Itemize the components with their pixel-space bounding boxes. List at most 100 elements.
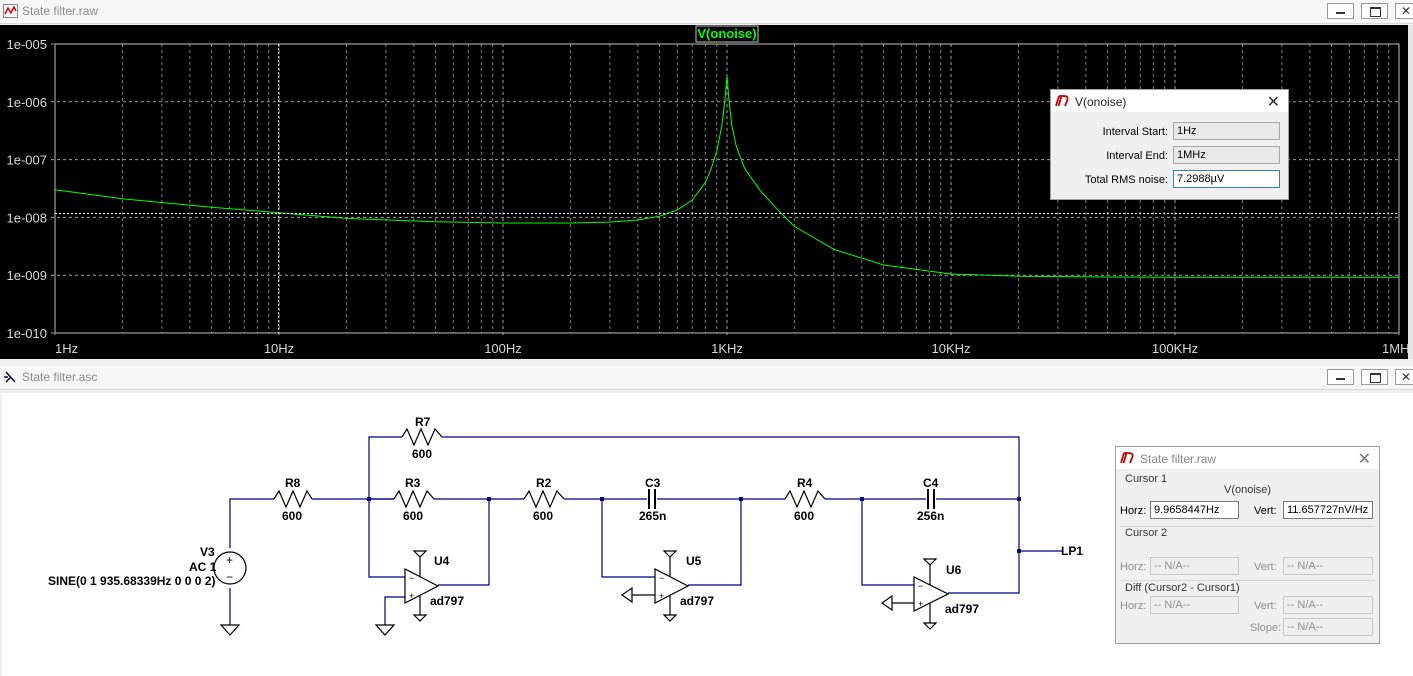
svg-text:+: + [659,591,664,601]
y-tick-label: 1e-007 [7,153,47,168]
y-tick-label: 1e-008 [7,210,47,225]
x-tick-label: 100KHz [1152,341,1198,356]
waveform-app-icon [3,4,18,18]
u5-model: ad797 [680,594,714,608]
diff-vert-field[interactable]: -- N/A-- [1283,596,1373,614]
v3-plus: + [226,553,233,567]
waveform-titlebar[interactable]: State filter.raw ✕ [0,0,1413,24]
minimize-button[interactable] [1327,3,1354,19]
u6-symbol [880,558,950,630]
trace-label-box [695,25,759,43]
v3-source: SINE(0 1 935.68339Hz 0 0 0 2) [48,574,215,588]
interval-end-label: Interval End: [1106,150,1168,162]
schematic-canvas[interactable]: + − − + − + − + R7 600 R8 600 R3 600 R2 600… [2,393,1413,676]
cursor-dialog-close-icon[interactable]: ✕ [1357,451,1371,468]
c3-name: C3 [645,476,661,490]
interval-end-field[interactable]: 1MHz [1173,146,1280,164]
cursor2-vert-field[interactable]: -- N/A-- [1283,557,1373,575]
cursor1-label: Cursor 1 [1125,473,1168,485]
svg-text:−: − [409,573,414,583]
interval-start-label: Interval Start: [1102,126,1168,138]
waveform-window-title: State filter.raw [22,4,99,18]
svg-text:+: + [409,591,414,601]
cursor1-horz-label: Horz: [1120,505,1147,517]
r4-symbol [784,489,826,509]
plot-right-edge [1408,25,1413,359]
v3-symbol [213,551,247,585]
ltspice-logo-icon [1055,95,1069,107]
r8-name: R8 [285,476,301,490]
trace-line [54,75,1399,278]
cursor2-horz-field[interactable]: -- N/A-- [1150,557,1239,575]
u4-symbol [404,550,440,622]
noise-dialog-titlebar[interactable]: V(onoise) ✕ [1051,90,1288,112]
r7-symbol [401,427,443,447]
wires [229,436,1062,625]
restore-button[interactable] [1361,3,1388,19]
total-rms-field[interactable]: 7.2988µV [1173,170,1280,188]
cursor2-label: Cursor 2 [1125,527,1168,539]
cursor-dialog-title: State filter.raw [1140,452,1217,466]
v3-minus: − [226,570,233,584]
slope-label: Slope: [1250,622,1282,634]
y-tick-label: 1e-009 [7,268,47,283]
x-tick-label: 10KHz [931,341,970,356]
r7-value: 600 [412,447,432,461]
cursor-sep-1 [1120,526,1375,527]
schematic-drawing[interactable]: + − − + − + − + R7 600 R8 600 R3 600 R2 600… [2,393,1413,676]
r4-value: 600 [794,509,814,523]
r2-symbol [523,489,565,509]
r8-value: 600 [282,509,302,523]
cursor-dialog: State filter.raw ✕ Cursor 1 V(onoise) Ho… [1115,446,1380,644]
u6-name: U6 [946,563,962,577]
svg-text:−: − [918,581,923,591]
v3-name: V3 [200,545,215,559]
u4-ground-icon [374,624,396,636]
r8-symbol [273,489,313,509]
ltspice-logo-icon [1120,452,1134,464]
junction-dots [367,497,1021,553]
svg-text:+: + [918,599,923,609]
cursor2-horz-label: Horz: [1120,561,1147,573]
schematic-close-button[interactable]: ✕ [1395,369,1413,385]
svg-text:−: − [659,573,664,583]
cursor1-trace: V(onoise) [1224,484,1272,496]
y-tick-label: 1e-005 [7,37,47,52]
schematic-titlebar[interactable]: State filter.asc ✕ [0,366,1413,390]
v3-ac: AC 1 [189,560,217,574]
u5-symbol [620,550,690,622]
r2-value: 600 [533,509,553,523]
u4-model: ad797 [430,594,464,608]
r3-symbol [393,489,435,509]
schematic-restore-button[interactable] [1361,369,1388,385]
diff-vert-label: Vert: [1254,600,1277,612]
opamp-pin-marks: − + − + − + [409,573,923,609]
diff-horz-field[interactable]: -- N/A-- [1150,596,1239,614]
schematic-minimize-button[interactable] [1327,369,1354,385]
r2-name: R2 [536,476,552,490]
slope-field[interactable]: -- N/A-- [1283,618,1373,636]
cursor1-vert-field[interactable]: 11.657727nV/Hz [1283,501,1373,519]
r7-name: R7 [415,415,431,429]
opamp-symbols [213,550,950,636]
noise-dialog: V(onoise) ✕ Interval Start: 1Hz Interval… [1050,89,1289,200]
cursor1-vert-label: Vert: [1254,505,1277,517]
cursor-dialog-titlebar[interactable]: State filter.raw ✕ [1116,447,1379,469]
diff-horz-label: Horz: [1120,600,1147,612]
diff-label: Diff (Cursor2 - Cursor1) [1125,582,1240,594]
noise-dialog-close-icon[interactable]: ✕ [1266,94,1280,111]
noise-dialog-title: V(onoise) [1075,95,1127,109]
r3-name: R3 [405,476,421,490]
x-tick-label: 100Hz [484,341,522,356]
c4-name: C4 [923,476,939,490]
total-rms-label: Total RMS noise: [1084,174,1168,186]
schematic-app-icon [4,371,16,383]
plot-border [54,43,1400,334]
r3-value: 600 [403,509,423,523]
y-tick-label: 1e-006 [7,95,47,110]
x-tick-label: 10Hz [264,341,294,356]
close-button[interactable]: ✕ [1395,3,1413,19]
interval-start-field[interactable]: 1Hz [1173,122,1280,140]
cursor1-horz-field[interactable]: 9.9658447Hz [1150,501,1239,519]
